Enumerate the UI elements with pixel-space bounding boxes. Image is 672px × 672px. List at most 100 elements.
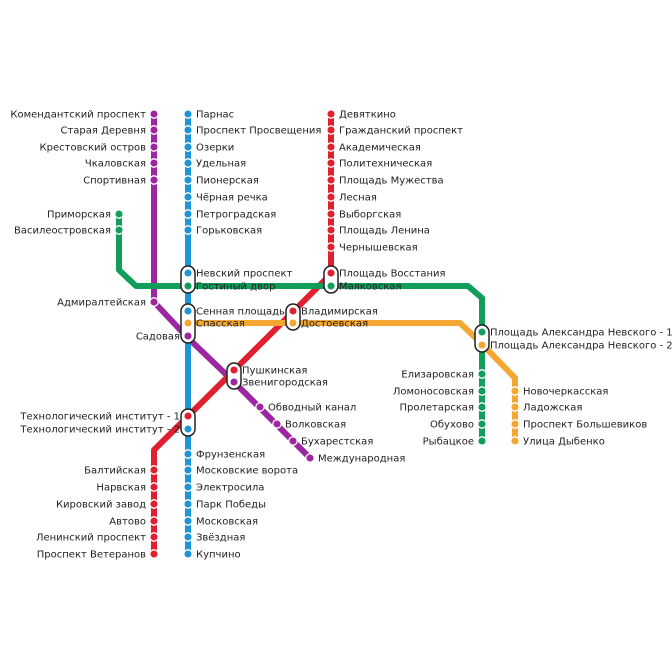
- station-vladimirskaya[interactable]: Владимирская: [288, 306, 378, 318]
- station-proletarskaya[interactable]: Пролетарская: [399, 402, 487, 414]
- station-label: Невский проспект: [196, 269, 293, 280]
- station-nevskogo-2[interactable]: Площадь Александра Невского - 2: [477, 340, 672, 352]
- station-spasskaya[interactable]: Спасская: [183, 318, 245, 330]
- station-dot: [114, 209, 124, 219]
- station-novocherkasskaya[interactable]: Новочеркасская: [510, 386, 609, 398]
- station-chernyshevskaya[interactable]: Чернышевская: [326, 242, 418, 254]
- station-dot: [149, 109, 159, 119]
- station-rybatskoe[interactable]: Рыбацкое: [423, 436, 487, 448]
- station-vasileostrovskaya[interactable]: Василеостровская: [14, 225, 124, 237]
- station-dot: [229, 377, 239, 387]
- station-label: Площадь Мужества: [339, 176, 444, 187]
- station-tekhnolog-1[interactable]: Технологический институт - 1: [19, 411, 193, 423]
- station-udelnaya[interactable]: Удельная: [183, 158, 246, 170]
- station-tekhnolog-2[interactable]: Технологический институт - 2: [19, 424, 193, 436]
- station-pushkinskaya[interactable]: Пушкинская: [229, 365, 308, 377]
- station-chkalovskaya[interactable]: Чкаловская: [85, 158, 159, 170]
- station-narvskaya[interactable]: Нарвская: [96, 482, 159, 494]
- station-label: Автово: [109, 517, 146, 528]
- station-lesnaya[interactable]: Лесная: [326, 192, 377, 204]
- station-label: Пионерская: [196, 176, 259, 187]
- station-akademicheskaya[interactable]: Академическая: [326, 142, 421, 154]
- station-primorskaya[interactable]: Приморская: [47, 209, 124, 221]
- station-lenina[interactable]: Площадь Ленина: [326, 225, 430, 237]
- station-sportivnaya[interactable]: Спортивная: [83, 175, 159, 187]
- station-label: Приморская: [47, 210, 111, 221]
- station-dot: [326, 192, 336, 202]
- station-dostoevskaya[interactable]: Достоевская: [288, 318, 368, 330]
- station-frunzenskaya[interactable]: Фрунзенская: [183, 449, 265, 461]
- station-label: Василеостровская: [14, 226, 111, 237]
- station-dybenko[interactable]: Улица Дыбенко: [510, 436, 605, 448]
- station-devyatkino[interactable]: Девяткино: [326, 109, 396, 121]
- station-label: Проспект Просвещения: [196, 126, 321, 137]
- station-nevskogo-1[interactable]: Площадь Александра Невского - 1: [477, 327, 672, 339]
- station-parnas[interactable]: Парнас: [183, 109, 234, 121]
- station-petrogradskaya[interactable]: Петроградская: [183, 209, 276, 221]
- station-leninsky[interactable]: Ленинский проспект: [36, 532, 159, 544]
- station-ladozhskaya[interactable]: Ладожская: [510, 402, 583, 414]
- station-dot: [149, 142, 159, 152]
- station-kirovsky[interactable]: Кировский завод: [56, 499, 159, 511]
- station-lomonosovskaya[interactable]: Ломоносовская: [393, 386, 487, 398]
- station-elektrosila[interactable]: Электросила: [183, 482, 265, 494]
- station-grazhdansky[interactable]: Гражданский проспект: [326, 125, 463, 137]
- station-politekhnicheskaya[interactable]: Политехническая: [326, 158, 432, 170]
- station-komendantsky[interactable]: Комендантский проспект: [10, 109, 159, 121]
- station-label: Политехническая: [339, 159, 432, 170]
- station-pionerskaya[interactable]: Пионерская: [183, 175, 259, 187]
- station-dot: [326, 209, 336, 219]
- station-park-pobedy[interactable]: Парк Победы: [183, 499, 266, 511]
- station-dot: [183, 281, 193, 291]
- station-vyborgskaya[interactable]: Выборгская: [326, 209, 402, 221]
- station-krestovsky[interactable]: Крестовский остров: [40, 142, 159, 154]
- station-gostiny[interactable]: Гостиный двор: [183, 281, 276, 293]
- station-muzhestva[interactable]: Площадь Мужества: [326, 175, 444, 187]
- station-dot: [114, 225, 124, 235]
- station-bukharestskaya[interactable]: Бухарестская: [288, 436, 374, 448]
- station-dot: [326, 281, 336, 291]
- station-label: Чернышевская: [339, 243, 418, 254]
- station-veteranov[interactable]: Проспект Ветеранов: [37, 549, 159, 561]
- station-dot: [477, 419, 487, 429]
- station-label: Озерки: [196, 143, 234, 154]
- station-ozerki[interactable]: Озерки: [183, 142, 234, 154]
- station-moskovskie-vorota[interactable]: Московские ворота: [183, 465, 298, 477]
- station-nevsky[interactable]: Невский проспект: [183, 268, 293, 280]
- station-dot: [183, 268, 193, 278]
- station-bolshevikov[interactable]: Проспект Большевиков: [510, 419, 648, 431]
- station-prosveshcheniya[interactable]: Проспект Просвещения: [183, 125, 322, 137]
- station-dot: [288, 318, 298, 328]
- station-mezhdunarodnaya[interactable]: Международная: [305, 453, 406, 465]
- station-label: Обводный канал: [268, 403, 356, 414]
- station-gorkovskaya[interactable]: Горьковская: [183, 225, 262, 237]
- station-chernaya-rechka[interactable]: Чёрная речка: [183, 192, 268, 204]
- station-moskovskaya[interactable]: Московская: [183, 516, 258, 528]
- station-zvezdnaya[interactable]: Звёздная: [183, 532, 246, 544]
- station-elizarovskaya[interactable]: Елизаровская: [401, 369, 487, 381]
- station-sennaya[interactable]: Сенная площадь: [183, 306, 285, 318]
- station-dot: [183, 532, 193, 542]
- station-staraya-derevnya[interactable]: Старая Деревня: [60, 125, 159, 137]
- station-kupchino[interactable]: Купчино: [183, 549, 241, 561]
- station-label: Электросила: [196, 483, 264, 494]
- station-label: Садовая: [136, 332, 180, 343]
- station-dot: [183, 318, 193, 328]
- station-label: Обухово: [430, 420, 474, 431]
- station-sadovaya[interactable]: Садовая: [136, 331, 193, 343]
- station-obvodny[interactable]: Обводный канал: [255, 402, 357, 414]
- station-avtovo[interactable]: Автово: [109, 516, 159, 528]
- station-obukhovo[interactable]: Обухово: [430, 419, 487, 431]
- station-dot: [183, 516, 193, 526]
- station-vosstaniya[interactable]: Площадь Восстания: [326, 268, 446, 280]
- station-mayakovskaya[interactable]: Маяковская: [326, 281, 402, 293]
- station-admiralteyskaya[interactable]: Адмиралтейская: [57, 297, 159, 309]
- station-dot: [149, 465, 159, 475]
- station-baltiyskaya[interactable]: Балтийская: [84, 465, 159, 477]
- station-volkovskaya[interactable]: Волковская: [272, 419, 346, 431]
- station-zvenigorodskaya[interactable]: Звенигородская: [229, 377, 328, 389]
- station-dot: [183, 331, 193, 341]
- station-dot: [255, 402, 265, 412]
- station-label: Достоевская: [301, 319, 368, 330]
